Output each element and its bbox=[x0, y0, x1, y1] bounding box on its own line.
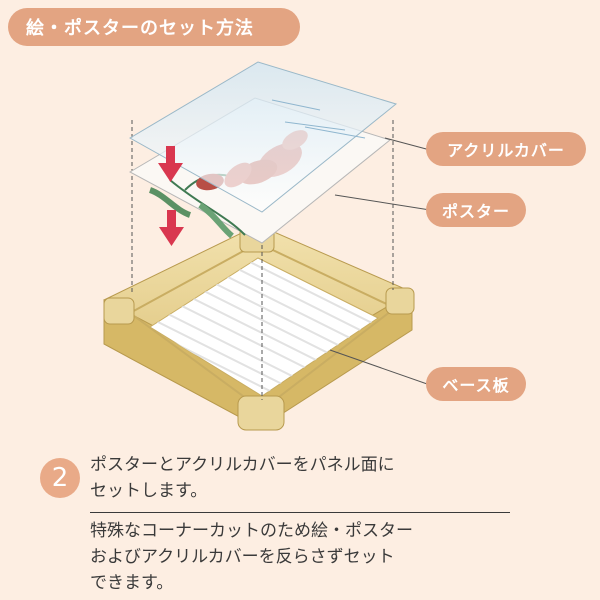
label-acrylic-cover: アクリルカバー bbox=[426, 132, 586, 166]
step-number: 2 bbox=[40, 458, 80, 498]
label-poster: ポスター bbox=[426, 193, 526, 227]
arrow-down-icon bbox=[159, 210, 184, 246]
label-base-board: ベース板 bbox=[426, 367, 526, 401]
step-main-line: セットします。 bbox=[90, 478, 510, 504]
base-board bbox=[104, 225, 440, 430]
step-sub-line: できます。 bbox=[90, 570, 530, 596]
divider bbox=[90, 512, 510, 513]
step-main-line: ポスターとアクリルカバーをパネル面に bbox=[90, 452, 510, 478]
step-sub-text: 特殊なコーナーカットのため絵・ポスター およびアクリルカバーを反らさずセット で… bbox=[90, 518, 530, 596]
step-sub-line: 特殊なコーナーカットのため絵・ポスター bbox=[90, 518, 530, 544]
step-sub-line: およびアクリルカバーを反らさずセット bbox=[90, 544, 530, 570]
step-main-text: ポスターとアクリルカバーをパネル面に セットします。 bbox=[90, 452, 510, 504]
